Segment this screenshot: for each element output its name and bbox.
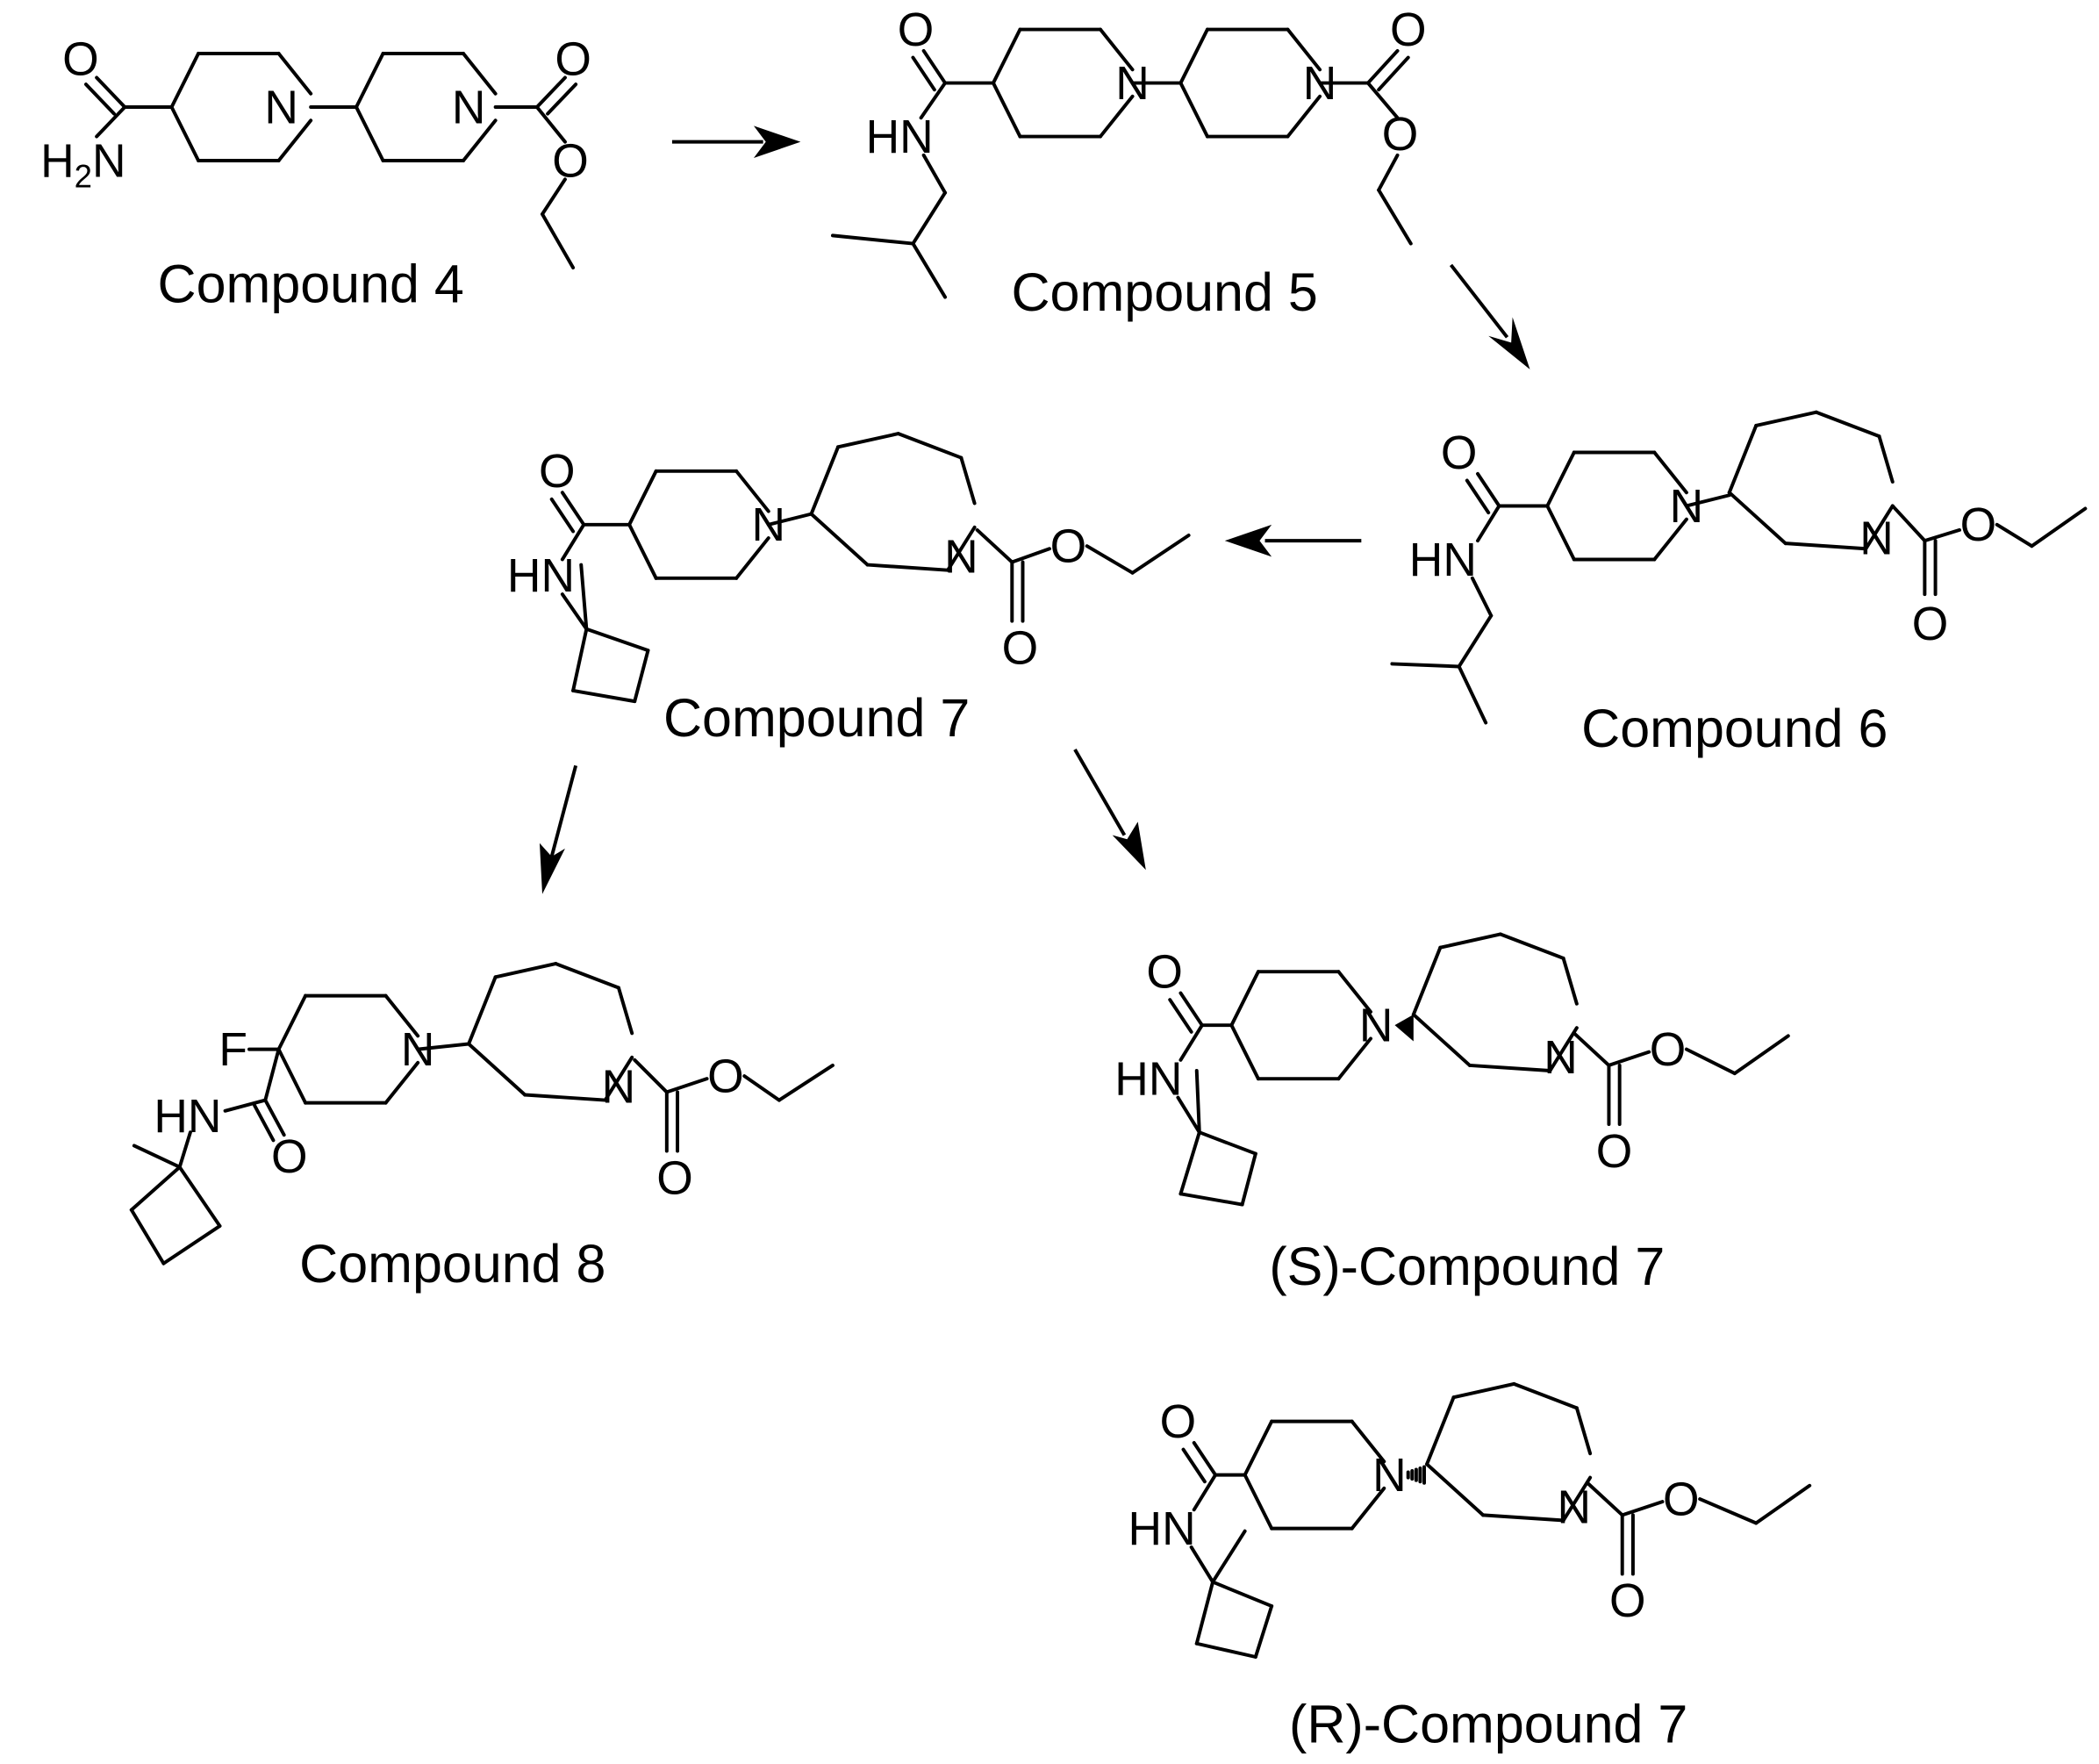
- r7-azepane-nitrogen: N: [1558, 1481, 1592, 1533]
- c4-carbonyl-oxygen: O: [555, 33, 591, 85]
- c5-carbamate-nitrogen: N: [1303, 58, 1337, 110]
- caption-compound-5: Compound 5: [1012, 262, 1318, 322]
- caption-compound-6: Compound 6: [1581, 699, 1888, 758]
- c6-amide-oxygen: O: [1441, 427, 1478, 479]
- c4-amine-label: H2N: [40, 135, 125, 194]
- caption-s-compound-7: (S)-Compound 7: [1269, 1237, 1665, 1296]
- arrow-4-to-5: [671, 125, 801, 158]
- r7-ester-oxygen: O: [1663, 1474, 1700, 1525]
- compound-7-structure: O HN N N O O: [507, 432, 1191, 704]
- c7-piperidine-nitrogen: N: [751, 499, 785, 551]
- r-hash-bond: [1406, 1465, 1426, 1485]
- caption-compound-4: Compound 4: [158, 255, 464, 314]
- c6-azepane-nitrogen: N: [1859, 513, 1894, 564]
- c8-fluorine: F: [218, 1024, 247, 1076]
- r7-piperidine-nitrogen: N: [1372, 1450, 1407, 1502]
- c8-azepane-nitrogen: N: [602, 1062, 636, 1114]
- s7-amide-nh: HN: [1114, 1053, 1182, 1105]
- c6-carbonyl-oxygen: O: [1912, 599, 1949, 650]
- arrow-7-to-8: [539, 764, 578, 894]
- c5-piperidine-nitrogen: N: [1115, 58, 1150, 110]
- s-wedge-bond: [1394, 1014, 1414, 1042]
- c5-amide-nh: HN: [866, 111, 934, 163]
- c6-ester-oxygen: O: [1960, 499, 1997, 551]
- c8-carbonyl-oxygen: O: [656, 1152, 693, 1204]
- caption-compound-8: Compound 8: [299, 1234, 605, 1294]
- c7-ester-oxygen: O: [1050, 521, 1087, 573]
- c4-carbamate-nitrogen: N: [452, 82, 486, 133]
- s7-carbonyl-oxygen: O: [1596, 1126, 1633, 1178]
- c8-ester-oxygen: O: [707, 1051, 744, 1102]
- c8-piperidine-nitrogen: N: [401, 1024, 435, 1076]
- s-compound-7-structure: O HN N N O O: [1114, 932, 1790, 1207]
- c8-amide-nh: HN: [154, 1091, 221, 1143]
- c6-piperidine-nitrogen: N: [1670, 481, 1704, 533]
- compound-4-structure: O H2N N N O O: [40, 33, 591, 269]
- c5-carbonyl-oxygen: O: [1390, 4, 1427, 56]
- c4-amide-oxygen: O: [62, 33, 99, 85]
- c7-carbonyl-oxygen: O: [1002, 622, 1039, 674]
- caption-compound-7: Compound 7: [663, 688, 970, 748]
- arrow-5-to-6: [1449, 263, 1530, 369]
- s7-piperidine-nitrogen: N: [1359, 1000, 1393, 1051]
- c4-ester-oxygen: O: [552, 135, 589, 187]
- compound-5-structure: O HN N N O O: [830, 4, 1427, 299]
- r7-amide-nh: HN: [1128, 1503, 1196, 1555]
- c8-amide-oxygen: O: [271, 1131, 308, 1183]
- c5-amide-oxygen: O: [898, 4, 935, 56]
- c7-azepane-nitrogen: N: [944, 532, 978, 584]
- caption-r-compound-7: (R)-Compound 7: [1289, 1695, 1687, 1754]
- c4-piperidine-nitrogen: N: [264, 82, 298, 133]
- c5-ester-oxygen: O: [1382, 109, 1419, 161]
- c7-amide-nh: HN: [507, 550, 575, 602]
- s7-amide-oxygen: O: [1146, 946, 1183, 998]
- c6-amide-nh: HN: [1409, 534, 1477, 586]
- s7-azepane-nitrogen: N: [1544, 1032, 1578, 1084]
- c7-amide-oxygen: O: [539, 446, 576, 498]
- arrow-7-to-s7: [1073, 749, 1146, 871]
- compound-6-structure: O HN N N O O: [1390, 410, 2088, 725]
- r-compound-7-structure: O HN N N O O: [1128, 1381, 1812, 1659]
- compound-8-structure: F HN O N N O O: [129, 962, 835, 1266]
- r7-amide-oxygen: O: [1160, 1396, 1197, 1448]
- arrow-6-to-7: [1224, 524, 1362, 557]
- s7-ester-oxygen: O: [1650, 1024, 1687, 1076]
- r7-carbonyl-oxygen: O: [1609, 1575, 1646, 1627]
